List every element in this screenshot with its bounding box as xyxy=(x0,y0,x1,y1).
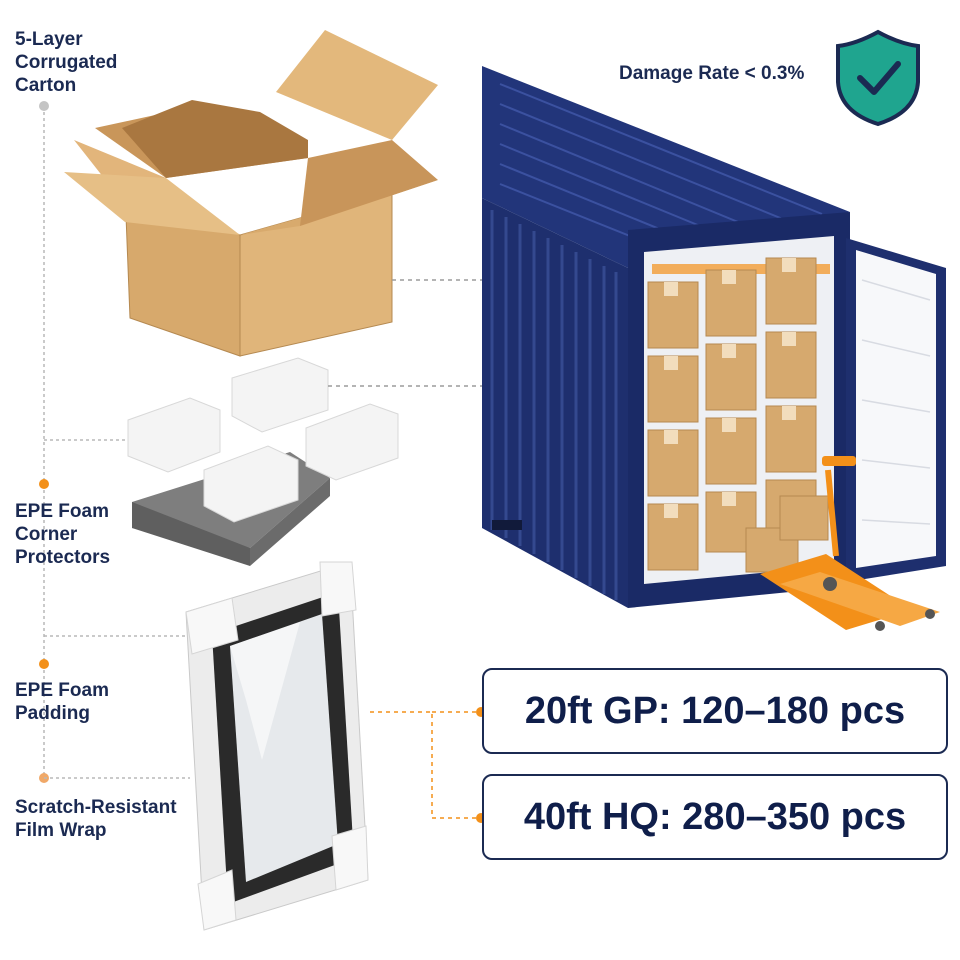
capacity-20ft-text: 20ft GP: 120–180 pcs xyxy=(524,689,906,732)
carton-label: 5-Layer Corrugated Carton xyxy=(15,29,118,96)
timeline-dot-padding xyxy=(39,659,49,669)
shield-check-icon xyxy=(836,29,920,127)
film-wrap-label: Scratch-Resistant Film Wrap xyxy=(15,797,177,841)
capacity-20ft-box: 20ft GP: 120–180 pcs xyxy=(482,668,948,754)
damage-rate-text: Damage Rate < 0.3% xyxy=(619,63,805,84)
mirror-illustration xyxy=(185,561,369,931)
container-illustration xyxy=(482,66,946,631)
capacity-40ft-text: 40ft HQ: 280–350 pcs xyxy=(523,795,907,838)
pallet-jack xyxy=(745,456,940,631)
foam-padding-label: EPE Foam Padding xyxy=(15,680,109,724)
carton-illustration xyxy=(64,30,438,357)
timeline-dot-carton xyxy=(39,101,49,111)
timeline-dot-corner xyxy=(39,479,49,489)
capacity-40ft-box: 40ft HQ: 280–350 pcs xyxy=(482,774,948,860)
timeline xyxy=(39,101,190,783)
foam-illustration xyxy=(127,357,399,566)
corner-protectors-label: EPE Foam Corner Protectors xyxy=(15,501,111,568)
